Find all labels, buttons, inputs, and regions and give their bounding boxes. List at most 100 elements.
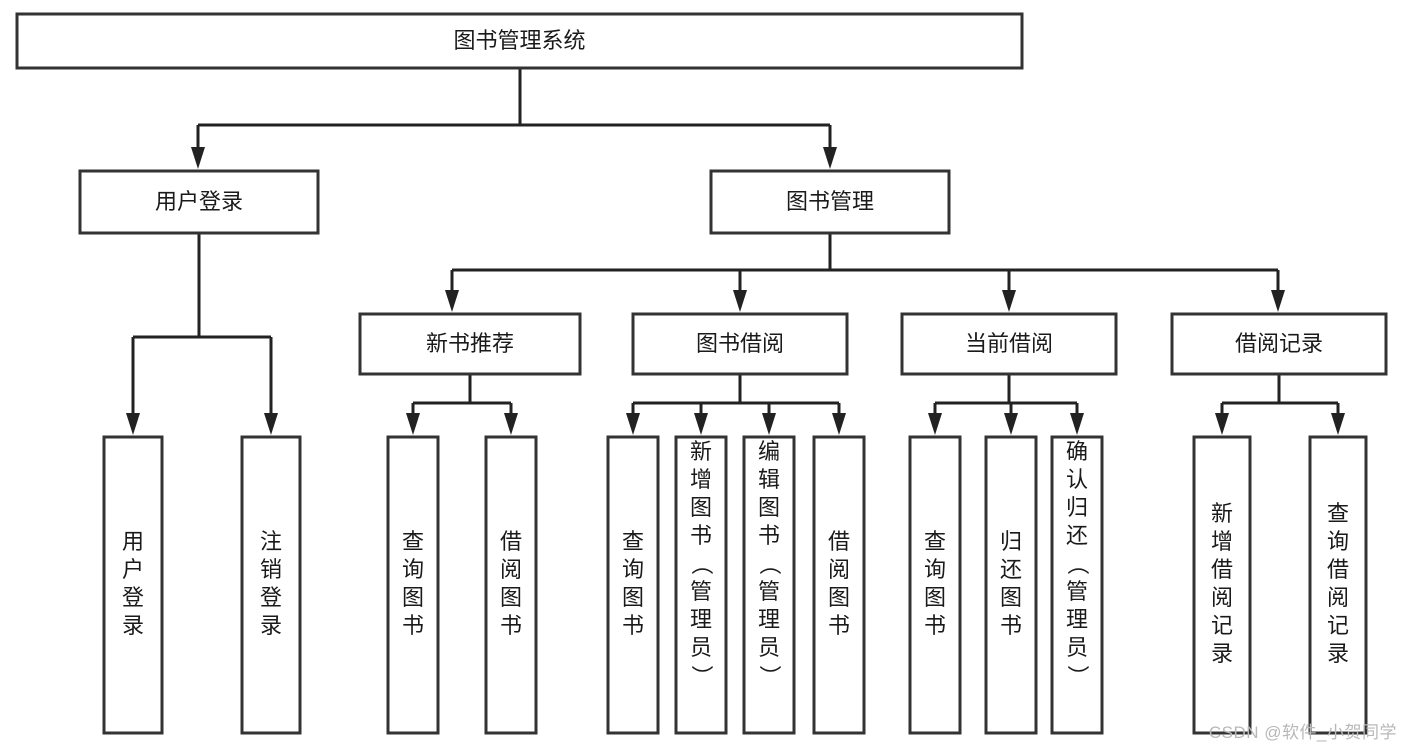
- node-root-system[interactable]: 图书管理系统: [15, 12, 1024, 70]
- watermark-text: CSDN @软件_小贺同学: [1208, 723, 1397, 742]
- node-label-char: 还: [1000, 557, 1022, 582]
- node-box[interactable]: [674, 435, 728, 735]
- node-label-char: 查: [924, 529, 946, 554]
- node-label: 当前借阅: [965, 331, 1053, 356]
- node-label-char: 员: [1066, 635, 1088, 660]
- node-box[interactable]: [1192, 435, 1252, 735]
- node-user-login[interactable]: 用户登录: [78, 169, 320, 235]
- connector-layer: [126, 68, 1345, 435]
- node-box[interactable]: [15, 12, 1024, 70]
- node-box[interactable]: [78, 169, 320, 235]
- node-box[interactable]: [900, 312, 1118, 376]
- node-layer: 图书管理系统用户登录图书管理新书推荐图书借阅当前借阅借阅记录用户登录注销登录查询…: [15, 12, 1388, 735]
- node-label-char: 认: [1066, 467, 1088, 492]
- node-label-char: 新: [1211, 501, 1233, 526]
- node-label-char: ）: [689, 665, 714, 687]
- node-label-char: 辑: [758, 467, 780, 492]
- node-book-borrow[interactable]: 图书借阅: [631, 312, 849, 376]
- node-box[interactable]: [709, 169, 951, 235]
- node-box[interactable]: [484, 435, 538, 735]
- node-label-char: 询: [1327, 529, 1349, 554]
- node-box[interactable]: [240, 435, 302, 735]
- node-label-char: 阅: [1211, 585, 1233, 610]
- node-box[interactable]: [631, 312, 849, 376]
- node-box[interactable]: [812, 435, 866, 735]
- node-label-char: 员: [758, 635, 780, 660]
- node-label-char: 理: [758, 607, 780, 632]
- node-label-char: 借: [1211, 557, 1233, 582]
- arrow-head: [1271, 290, 1285, 312]
- arrow-head: [832, 413, 846, 435]
- node-label-char: 还: [1066, 523, 1088, 548]
- node-label: 用户登录: [122, 529, 144, 638]
- node-box[interactable]: [1050, 435, 1104, 735]
- arrow-head: [406, 413, 420, 435]
- node-label-char: 查: [622, 529, 644, 554]
- arrow-head: [504, 413, 518, 435]
- node-label-char: 阅: [1327, 585, 1349, 610]
- node-label-char: 增: [1211, 529, 1233, 554]
- node-leaf-user-login[interactable]: 用户登录: [102, 435, 164, 735]
- node-box[interactable]: [1308, 435, 1368, 735]
- node-label-char: 录: [122, 613, 144, 638]
- arrow-head: [1004, 413, 1018, 435]
- node-label-char: 管: [758, 579, 780, 604]
- arrow-head: [191, 147, 205, 169]
- arrow-head: [626, 413, 640, 435]
- node-box[interactable]: [102, 435, 164, 735]
- node-label-char: 确: [1066, 439, 1088, 464]
- node-label-char: 书: [690, 523, 712, 548]
- node-box[interactable]: [1170, 312, 1388, 376]
- node-label-char: 阅: [828, 557, 850, 582]
- arrow-head: [1070, 413, 1084, 435]
- node-label-char: （: [689, 553, 714, 575]
- node-current-borrow[interactable]: 当前借阅: [900, 312, 1118, 376]
- node-label-char: 书: [500, 613, 522, 638]
- node-label-char: 借: [500, 529, 522, 554]
- node-box[interactable]: [358, 312, 582, 376]
- node-label-char: 新: [690, 439, 712, 464]
- node-box[interactable]: [606, 435, 660, 735]
- node-label-char: 借: [828, 529, 850, 554]
- node-new-book-recommend[interactable]: 新书推荐: [358, 312, 582, 376]
- node-label-char: 书: [924, 613, 946, 638]
- node-box[interactable]: [386, 435, 440, 735]
- arrow-head: [733, 290, 747, 312]
- node-label-char: 图: [758, 495, 780, 520]
- arrow-head: [1215, 413, 1229, 435]
- node-book-manage[interactable]: 图书管理: [709, 169, 951, 235]
- node-label-char: 管: [1066, 579, 1088, 604]
- node-label-char: 注: [260, 529, 282, 554]
- node-box[interactable]: [984, 435, 1038, 735]
- node-label-char: 查: [1327, 501, 1349, 526]
- arrow-head: [928, 413, 942, 435]
- arrow-head: [1331, 413, 1345, 435]
- node-box[interactable]: [908, 435, 962, 735]
- node-label-char: 用: [122, 529, 144, 554]
- node-label-char: 图: [500, 585, 522, 610]
- node-box[interactable]: [742, 435, 796, 735]
- node-label-char: 理: [690, 607, 712, 632]
- node-label-char: 书: [758, 523, 780, 548]
- node-borrow-record[interactable]: 借阅记录: [1170, 312, 1388, 376]
- node-label-char: 记: [1211, 613, 1233, 638]
